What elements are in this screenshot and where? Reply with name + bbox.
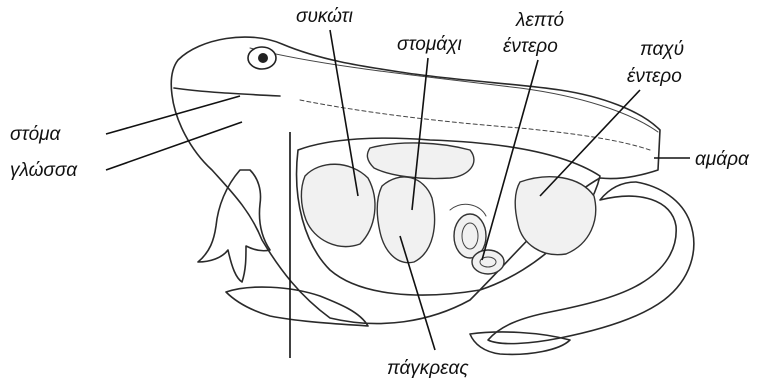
leader-tongue	[106, 122, 242, 170]
label-small-intestine-line1: λεπτό	[515, 10, 564, 31]
front-foot	[226, 287, 368, 326]
label-pancreas: πάγκρεας	[387, 358, 469, 379]
label-cloaca: αμάρα	[695, 149, 750, 170]
label-mouth: στόμα	[10, 124, 62, 145]
upper-organs	[367, 143, 474, 179]
large-intestine-organ	[515, 177, 595, 255]
label-stomach: στομάχι	[397, 34, 462, 55]
label-large-intestine-line1: παχύ	[640, 39, 684, 60]
small-intestine-organ	[450, 204, 504, 274]
label-tongue: γλώσσα	[10, 160, 78, 181]
label-liver: συκώτι	[296, 6, 353, 27]
stomach-organ	[377, 177, 434, 263]
leader-large-intestine	[540, 90, 640, 196]
front-leg	[198, 170, 270, 282]
liver-organ	[301, 164, 375, 246]
back-stripe	[250, 48, 658, 132]
label-large-intestine-line2: έντερο	[627, 66, 682, 87]
pupil	[258, 53, 268, 63]
label-small-intestine-line2: έντερο	[503, 36, 558, 57]
mouth-line	[174, 88, 280, 96]
